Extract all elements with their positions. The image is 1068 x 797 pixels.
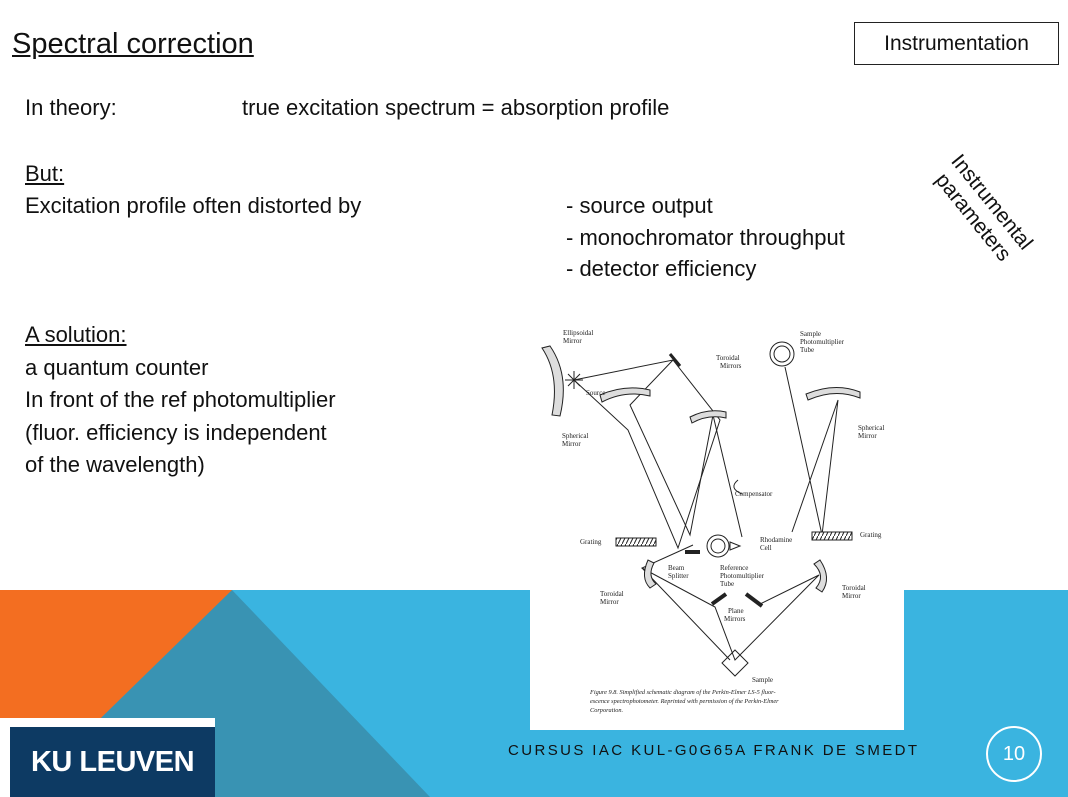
label-toroidal-top: Toroidal [716, 354, 740, 362]
label-plane-mirrors: Plane [728, 607, 744, 615]
theory-equation: true excitation spectrum = absorption pr… [242, 95, 670, 120]
label-grating-right: Grating [860, 531, 882, 539]
svg-text:Mirror: Mirror [563, 337, 582, 345]
course-footer-text: CURSUS IAC KUL-G0G65A FRANK DE SMEDT [508, 742, 920, 759]
solution-line: a quantum counter [25, 355, 209, 380]
solution-line: of the wavelength) [25, 452, 205, 477]
svg-text:Photomultiplier: Photomultiplier [800, 338, 845, 346]
label-ellipsoidal: Ellipsoidal [563, 329, 593, 337]
svg-text:Tube: Tube [800, 346, 814, 354]
label-beam-splitter: Beam [668, 564, 685, 572]
theory-label: In theory: [25, 95, 117, 120]
page-number: 10 [986, 726, 1042, 782]
label-sample: Sample [752, 676, 773, 684]
ku-leuven-logo: KU LEUVEN [10, 727, 215, 797]
label-compensator: Compensator [735, 490, 773, 498]
label-reference: Reference [720, 564, 748, 572]
but-text: Excitation profile often distorted by [25, 193, 362, 218]
svg-text:Splitter: Splitter [668, 572, 689, 580]
label-spherical-left: Spherical [562, 432, 588, 440]
but-label: But: [25, 161, 65, 186]
solution-label: A solution: [25, 322, 127, 347]
spectrofluorometer-schematic: Ellipsoidal Mirror Source Toroidal Mirro… [530, 320, 904, 730]
label-spherical-right: Spherical [858, 424, 884, 432]
solution-line: (fluor. efficiency is independent [25, 420, 327, 445]
svg-text:Mirror: Mirror [600, 598, 619, 606]
svg-text:Mirrors: Mirrors [724, 615, 746, 623]
label-sample-pmt: Sample [800, 330, 821, 338]
label-grating-left: Grating [580, 538, 602, 546]
slide-title: Spectral correction [12, 28, 254, 60]
svg-text:Mirrors: Mirrors [720, 362, 742, 370]
section-badge: Instrumentation [854, 22, 1059, 65]
svg-text:Mirror: Mirror [842, 592, 861, 600]
distortion-item: - source output [566, 193, 713, 218]
label-toroidal-left: Toroidal [600, 590, 624, 598]
svg-text:Corporation.: Corporation. [590, 707, 623, 714]
svg-text:Mirror: Mirror [858, 432, 877, 440]
distortion-item: - detector efficiency [566, 256, 757, 281]
label-source: Source [586, 389, 605, 397]
svg-text:Cell: Cell [760, 544, 772, 552]
solution-line: In front of the ref photomultiplier [25, 387, 336, 412]
svg-text:Tube: Tube [720, 580, 734, 588]
figure-caption: Figure 9.8. Simplified schematic diagram… [589, 689, 776, 696]
label-rhodamine: Rhodamine [760, 536, 792, 544]
distortion-item: - monochromator throughput [566, 225, 845, 250]
svg-text:escence spectrophotometer. Rep: escence spectrophotometer. Reprinted wit… [590, 698, 779, 705]
svg-text:Mirror: Mirror [562, 440, 581, 448]
svg-text:Photomultiplier: Photomultiplier [720, 572, 765, 580]
instrumental-parameters-label: Instrumental parameters [930, 149, 1038, 266]
label-toroidal-right: Toroidal [842, 584, 866, 592]
